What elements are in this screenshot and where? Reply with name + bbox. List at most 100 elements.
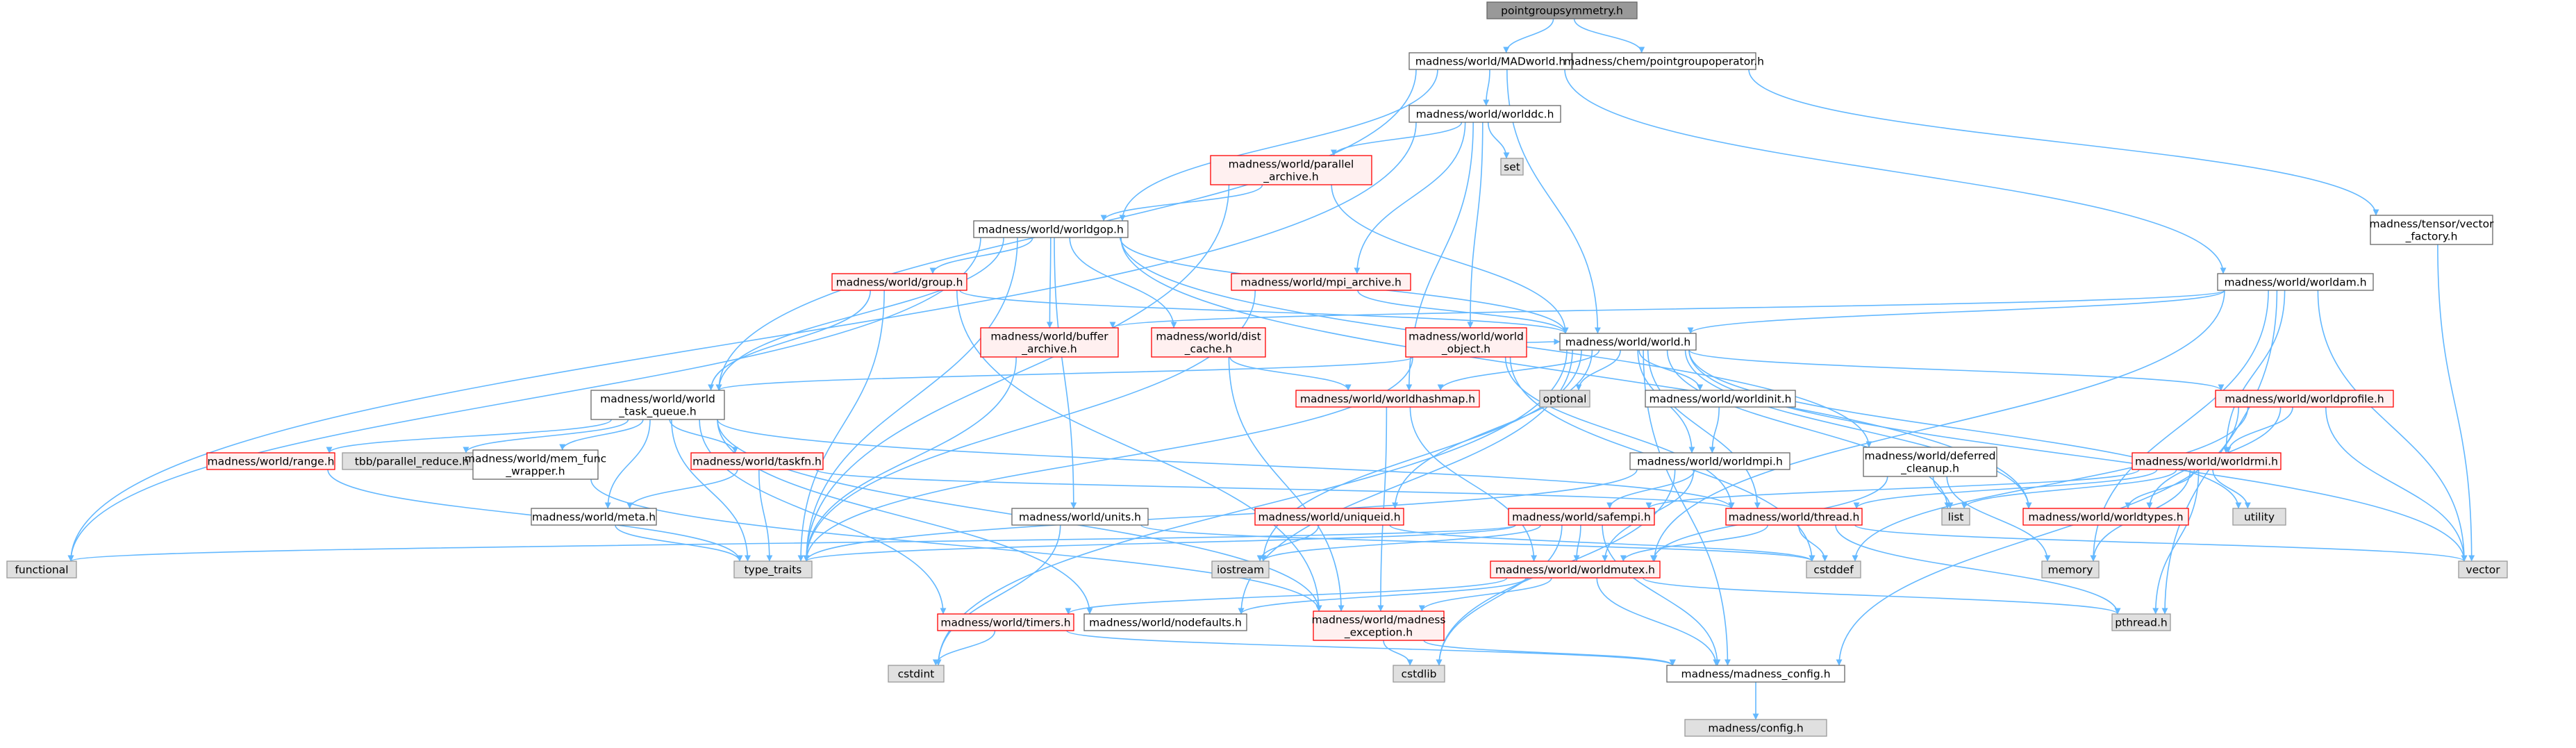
- edge-worldam-to-bufarchive: [1110, 290, 2225, 329]
- edge-worldmpi-to-typetraits: [803, 469, 1638, 562]
- edge-taskfn-to-meta: [626, 469, 738, 509]
- node-label: madness/world/worldrmi.h: [2135, 456, 2278, 468]
- edge: [1383, 640, 1413, 666]
- edge: [1932, 476, 1954, 509]
- node-label: madness/world/units.h: [1019, 511, 1141, 524]
- node-deferred[interactable]: madness/world/deferred_cleanup.h: [1863, 447, 1997, 477]
- node-label: madness/world/worldgop.h: [978, 224, 1124, 236]
- node-worldam[interactable]: madness/world/worldam.h: [2217, 273, 2374, 291]
- node-thread[interactable]: madness/world/thread.h: [1725, 508, 1863, 526]
- node-optional: optional: [1539, 390, 1590, 408]
- edge-taskqueue-to-thread: [717, 419, 1735, 509]
- node-madworld[interactable]: madness/world/MADworld.h: [1409, 52, 1572, 70]
- edge-safempi-to-functional: [68, 524, 1516, 562]
- edge-madexception-to-madconfig: [1423, 640, 1676, 666]
- node-box: [1313, 610, 1445, 641]
- edge: [1119, 69, 1438, 222]
- edge: [559, 419, 644, 451]
- edge-safempi-to-typetraits: [803, 524, 1516, 562]
- edge: [1110, 290, 2225, 329]
- node-group[interactable]: madness/world/group.h: [831, 273, 967, 291]
- node-label: optional: [1543, 393, 1587, 406]
- edge: [604, 419, 651, 509]
- edge: [803, 469, 1638, 562]
- node-madconfig[interactable]: madness/madness_config.h: [1666, 665, 1845, 683]
- node-worldtypes[interactable]: madness/world/worldtypes.h: [2022, 508, 2189, 526]
- node-taskqueue[interactable]: madness/world/world_task_queue.h: [590, 390, 725, 420]
- node-box: [531, 508, 657, 526]
- node-nodefaults[interactable]: madness/world/nodefaults.h: [1083, 613, 1247, 631]
- node-box: [831, 273, 967, 291]
- edge: [2317, 290, 2468, 562]
- node-box: [1645, 390, 1796, 408]
- node-worldrmi[interactable]: madness/world/worldrmi.h: [2132, 452, 2282, 470]
- edge-worldrmi-to-thread: [1853, 469, 2158, 509]
- node-bufarchive[interactable]: madness/world/buffer_archive.h: [980, 327, 1119, 358]
- edge: [1069, 237, 1177, 329]
- node-parallel[interactable]: madness/world/parallel_archive.h: [1210, 155, 1372, 185]
- node-range[interactable]: madness/world/range.h: [206, 452, 335, 470]
- node-worldmutex[interactable]: madness/world/worldmutex.h: [1490, 560, 1661, 579]
- node-taskfn[interactable]: madness/world/taskfn.h: [690, 452, 824, 470]
- node-worldprofile[interactable]: madness/world/worldprofile.h: [2215, 390, 2394, 408]
- node-mpiarchive[interactable]: madness/world/mpi_archive.h: [1231, 273, 1411, 291]
- node-root[interactable]: pointgroupsymmetry.h: [1486, 1, 1638, 19]
- node-memfunc[interactable]: madness/world/mem_func_wrapper.h: [465, 449, 606, 480]
- edge: [1666, 349, 1951, 509]
- edge-taskqueue-to-range: [326, 419, 612, 454]
- edge: [1065, 577, 1508, 615]
- node-box: [1725, 508, 1863, 526]
- edge-root-to-madworld: [1503, 18, 1554, 53]
- edge: [1409, 406, 1538, 562]
- edge-madworld-to-worldam: [1564, 69, 2227, 274]
- edge-worldrmi-to-utility: [2212, 469, 2251, 509]
- edge: [1046, 237, 1053, 329]
- node-pgop[interactable]: madness/chem/pointgroupoperator.h: [1564, 52, 1764, 70]
- node-timers[interactable]: madness/world/timers.h: [937, 613, 1074, 631]
- node-worlddc[interactable]: madness/world/worlddc.h: [1409, 105, 1561, 123]
- node-worldmpi[interactable]: madness/world/worldmpi.h: [1629, 452, 1790, 470]
- node-madexception[interactable]: madness/world/madness_exception.h: [1311, 610, 1446, 641]
- node-tensorvec[interactable]: madness/tensor/vector_factory.h: [2370, 215, 2495, 245]
- node-box: [1539, 390, 1590, 408]
- edge-worldprofile-to-worldrmi: [2225, 406, 2293, 454]
- node-worldgop[interactable]: madness/world/worldgop.h: [973, 220, 1129, 238]
- edge: [1054, 237, 1077, 509]
- node-worldinit[interactable]: madness/world/worldinit.h: [1645, 390, 1796, 408]
- node-box: [2111, 613, 2171, 631]
- edge: [797, 290, 885, 562]
- node-label: _wrapper.h: [505, 465, 565, 479]
- node-meta[interactable]: madness/world/meta.h: [531, 508, 657, 526]
- edge: [2125, 469, 2195, 509]
- edge: [1596, 577, 1720, 666]
- node-memory: memory: [2041, 560, 2100, 579]
- edge-meta-to-typetraits: [615, 524, 743, 562]
- node-hashmap[interactable]: madness/world/worldhashmap.h: [1295, 390, 1480, 408]
- edge-distcache-to-madexception: [1228, 356, 1345, 612]
- node-label: functional: [15, 564, 68, 576]
- edge-worlddc-to-parallel: [1330, 122, 1463, 156]
- node-box: [1231, 273, 1411, 291]
- node-box: [1806, 560, 1861, 579]
- edge: [1836, 406, 2239, 666]
- node-cstdlib: cstdlib: [1393, 665, 1445, 683]
- node-world[interactable]: madness/world/world.h: [1559, 333, 1697, 351]
- edge: [1330, 122, 1463, 156]
- node-worldobject[interactable]: madness/world/world_object.h: [1405, 327, 1527, 358]
- edge-root-to-pgop: [1573, 18, 1645, 53]
- edge-worldgop-to-functional: [67, 237, 981, 562]
- node-box: [980, 327, 1119, 358]
- node-config: madness/config.h: [1684, 719, 1827, 737]
- edge: [326, 419, 612, 454]
- node-label: madness/madness_config.h: [1681, 668, 1830, 681]
- edge: [1709, 406, 1720, 454]
- node-label: madness/world/deferred: [1865, 450, 1996, 463]
- node-units[interactable]: madness/world/units.h: [1011, 508, 1149, 526]
- node-typetraits: type_traits: [733, 560, 813, 579]
- node-label: _task_queue.h: [618, 406, 696, 419]
- edge-madworld-to-worldgop: [1119, 69, 1438, 222]
- node-distcache[interactable]: madness/world/dist_cache.h: [1151, 327, 1266, 358]
- node-safempi[interactable]: madness/world/safempi.h: [1508, 508, 1655, 526]
- node-cstdint: cstdint: [888, 665, 945, 683]
- node-uniqueid[interactable]: madness/world/uniqueid.h: [1254, 508, 1404, 526]
